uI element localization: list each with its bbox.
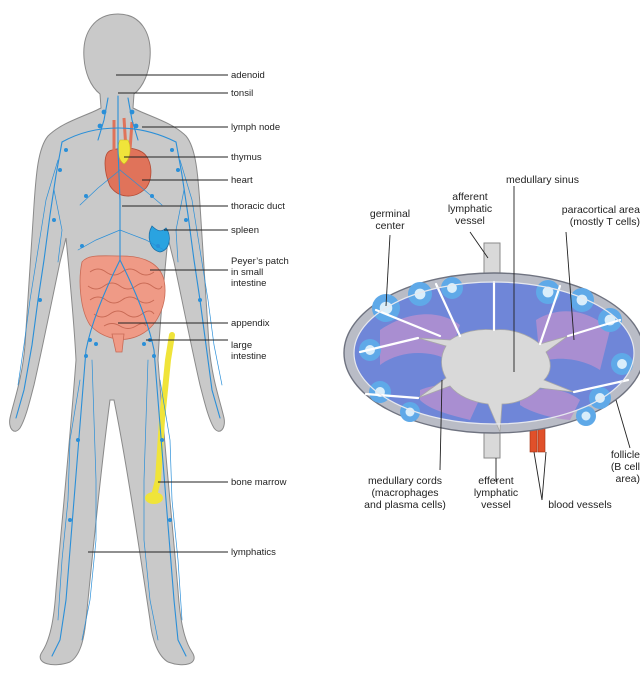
- label-large-intestine-2: intestine: [231, 351, 266, 362]
- lymph-node-dot: [88, 338, 92, 342]
- germinal-center: [582, 412, 591, 421]
- lymph-node-dot: [198, 298, 202, 302]
- lymph-node-dot: [76, 438, 80, 442]
- label-tonsil: tonsil: [231, 88, 253, 99]
- label-medullary-cords-1: medullary cords: [368, 475, 442, 487]
- label-efferent-3: vessel: [481, 499, 511, 511]
- label-efferent-2: lymphatic: [474, 487, 518, 499]
- lymph-node-dot: [84, 194, 88, 198]
- lymph-node-dot: [152, 354, 156, 358]
- lymph-node-diagram: [344, 243, 640, 458]
- lymph-node-dot: [176, 168, 180, 172]
- lymph-node-dot: [94, 342, 98, 346]
- germinal-center: [617, 359, 627, 369]
- label-afferent-3: vessel: [455, 215, 485, 227]
- body-labels: adenoid tonsil lymph node thymus heart t…: [231, 70, 289, 558]
- label-bone-marrow: bone marrow: [231, 477, 287, 488]
- label-germinal-2: center: [375, 220, 405, 232]
- lymph-node-dot: [84, 354, 88, 358]
- label-spleen: spleen: [231, 225, 259, 236]
- lymph-node-dot: [52, 218, 56, 222]
- label-paracortical-2: (mostly T cells): [570, 216, 640, 228]
- blood-vessel-artery: [530, 428, 537, 452]
- label-medullary-sinus: medullary sinus: [506, 174, 579, 186]
- label-follicle-1: follicle: [611, 449, 640, 461]
- label-peyers-patch-3: intestine: [231, 278, 266, 289]
- lymph-node-dot: [64, 148, 68, 152]
- label-blood-vessels: blood vessels: [548, 499, 612, 511]
- label-peyers-patch-2: in small: [231, 267, 263, 278]
- lymph-node-dot: [102, 110, 107, 115]
- label-thymus: thymus: [231, 152, 262, 163]
- lymph-node-dot: [170, 148, 174, 152]
- lymph-node-dot: [142, 342, 146, 346]
- label-follicle-2: (B cell: [611, 461, 640, 473]
- label-efferent-1: efferent: [478, 475, 513, 487]
- lymph-node-dot: [98, 124, 103, 129]
- label-medullary-cords-2: (macrophages: [371, 487, 438, 499]
- label-adenoid: adenoid: [231, 70, 265, 81]
- label-germinal-1: germinal: [370, 208, 410, 220]
- lymph-node-dot: [130, 110, 135, 115]
- label-large-intestine-1: large: [231, 340, 252, 351]
- lymph-node-dot: [80, 244, 84, 248]
- label-follicle-3: area): [615, 473, 640, 485]
- lymph-node-dot: [58, 168, 62, 172]
- label-peyers-patch-1: Peyer’s patch: [231, 256, 289, 267]
- blood-vessel-vein: [538, 428, 545, 452]
- lymph-node-dot: [38, 298, 42, 302]
- label-paracortical-1: paracortical area: [562, 204, 640, 216]
- lymph-node-dot: [150, 194, 154, 198]
- label-medullary-cords-3: and plasma cells): [364, 499, 446, 511]
- lymph-node-dot: [156, 244, 160, 248]
- label-appendix: appendix: [231, 318, 270, 329]
- label-lymph-node: lymph node: [231, 122, 280, 133]
- lymph-node-dot: [160, 438, 164, 442]
- label-thoracic-duct: thoracic duct: [231, 201, 285, 212]
- afferent-vessel: [484, 243, 500, 277]
- human-body-figure: [10, 14, 225, 665]
- bone-marrow-knee: [145, 492, 163, 504]
- label-afferent-1: afferent: [452, 191, 487, 203]
- label-lymphatics: lymphatics: [231, 547, 276, 558]
- lymph-node-dot: [68, 518, 72, 522]
- efferent-vessel: [484, 430, 500, 458]
- lymph-node-dot: [184, 218, 188, 222]
- lymph-node-dot: [168, 518, 172, 522]
- label-afferent-2: lymphatic: [448, 203, 492, 215]
- lymph-node-dot: [134, 124, 139, 129]
- label-heart: heart: [231, 175, 253, 186]
